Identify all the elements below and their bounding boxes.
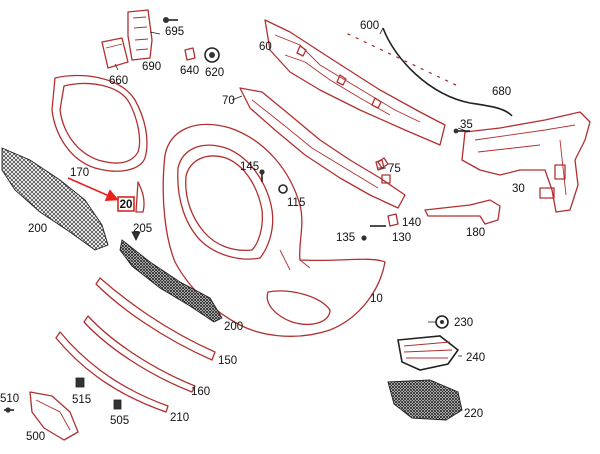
callout-210: 210 (170, 412, 189, 424)
part-70-lower-carrier (239, 87, 406, 209)
part-10-bumper-cover (162, 123, 386, 337)
callout-220: 220 (464, 408, 483, 420)
callout-690: 690 (142, 61, 161, 73)
part-640-clip (184, 47, 196, 61)
part-210-trim-strip (55, 331, 169, 413)
part-115-clip (278, 184, 288, 194)
callout-515: 515 (72, 394, 91, 406)
callout-70: 70 (222, 95, 235, 107)
part-230-sensor (435, 315, 449, 329)
callout-660: 660 (109, 75, 128, 87)
part-35-screw (453, 128, 470, 134)
callout-200-lower: 200 (224, 321, 243, 333)
callout-75: 75 (388, 163, 401, 175)
part-150-trim-strip (95, 277, 216, 361)
callout-145: 145 (240, 161, 259, 173)
part-510-screw (4, 407, 14, 413)
part-240-vent-grille (397, 335, 460, 371)
part-180-strip (424, 199, 501, 225)
part-20-highlighted-cover (135, 181, 145, 213)
part-170-grille-frame (51, 74, 148, 172)
part-690-bracket (127, 9, 153, 61)
part-695-screw (163, 17, 178, 23)
part-140-bracket (387, 213, 399, 227)
callout-180: 180 (466, 227, 485, 239)
part-200-lower-grille-mesh (119, 239, 223, 323)
callout-600: 600 (360, 20, 379, 32)
part-145-screw (259, 169, 265, 182)
leader-lines (114, 27, 467, 357)
part-515-nut (75, 377, 85, 388)
callout-10: 10 (370, 293, 383, 305)
callout-160: 160 (191, 386, 210, 398)
part-30-side-bracket (461, 111, 591, 213)
callout-500: 500 (26, 431, 45, 443)
callout-170: 170 (70, 167, 89, 179)
part-160-trim-strip (83, 315, 196, 393)
callout-240: 240 (466, 352, 485, 364)
highlight-marker-label: 20 (120, 199, 133, 211)
pointer-arrow (67, 177, 119, 202)
part-620-sensor (204, 47, 220, 63)
part-200-left-grille-mesh (1, 147, 109, 251)
callout-505: 505 (110, 415, 129, 427)
callout-205: 205 (133, 223, 152, 235)
part-205-clip (131, 231, 141, 241)
part-505-nut (113, 399, 122, 410)
callout-labels: 600 695 690 660 640 620 60 680 70 35 170… (0, 20, 525, 443)
highlight-marker-box (117, 196, 135, 212)
callout-200-left: 200 (28, 223, 47, 235)
part-60-upper-carrier (264, 19, 446, 146)
callout-230: 230 (454, 317, 473, 329)
callout-150: 150 (218, 355, 237, 367)
callout-130: 130 (392, 232, 411, 244)
part-500-license-plate-bracket (29, 391, 79, 441)
callout-680: 680 (492, 86, 511, 98)
callout-135: 135 (336, 232, 355, 244)
callout-510: 510 (0, 393, 19, 405)
callout-30: 30 (512, 183, 525, 195)
callout-620: 620 (205, 67, 224, 79)
callout-640: 640 (180, 65, 199, 77)
part-600-wiring (347, 27, 513, 117)
callout-140: 140 (402, 217, 421, 229)
part-220-vent-mesh (387, 379, 463, 421)
callout-115: 115 (287, 197, 305, 209)
callout-60: 60 (259, 41, 272, 53)
part-660-module (101, 37, 129, 69)
callout-695: 695 (165, 26, 184, 38)
callout-35: 35 (460, 119, 473, 131)
